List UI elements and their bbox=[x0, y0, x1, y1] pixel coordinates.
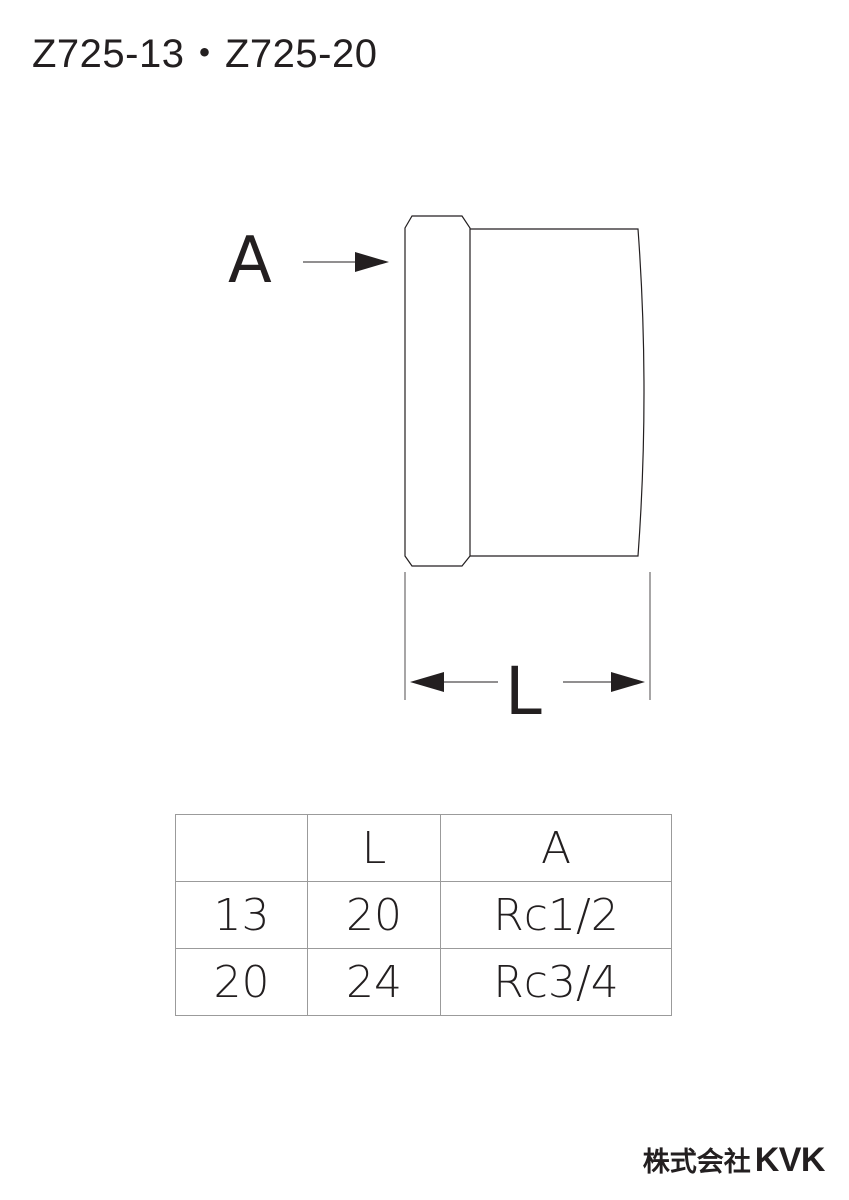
table-row: 20 24 Rc3/4 bbox=[175, 948, 672, 1016]
arrow-a-head bbox=[355, 252, 389, 272]
company-name: 株式会社 bbox=[642, 1147, 751, 1178]
table-cell: 20 bbox=[307, 881, 441, 949]
hex-flange bbox=[404, 215, 471, 567]
table-cell: 24 bbox=[307, 948, 441, 1016]
table-row: 13 20 Rc1/2 bbox=[175, 881, 672, 949]
arrow-l-right-head bbox=[611, 672, 645, 692]
table-header-row: L A bbox=[175, 814, 672, 882]
table-cell: 13 bbox=[175, 881, 308, 949]
table-cell: Rc3/4 bbox=[440, 948, 672, 1016]
spec-table: L A 13 20 Rc1/2 20 24 Rc3/4 bbox=[175, 814, 672, 1016]
cap-body bbox=[470, 228, 645, 557]
arrow-l-left-head bbox=[410, 672, 444, 692]
page-title: Z725-13・Z725-20 bbox=[32, 32, 378, 76]
table-header-cell bbox=[175, 814, 308, 882]
fitting-drawing: A L bbox=[228, 215, 651, 730]
brand-mark: 株式会社 KVK bbox=[642, 1140, 826, 1180]
table-header-cell: A bbox=[440, 814, 672, 882]
kvk-logo: KVK bbox=[754, 1141, 826, 1179]
table-header-cell: L bbox=[307, 814, 441, 882]
table-cell: 20 bbox=[175, 948, 308, 1016]
table-cell: Rc1/2 bbox=[440, 881, 672, 949]
label-l: L bbox=[505, 653, 542, 730]
label-a: A bbox=[228, 224, 272, 298]
